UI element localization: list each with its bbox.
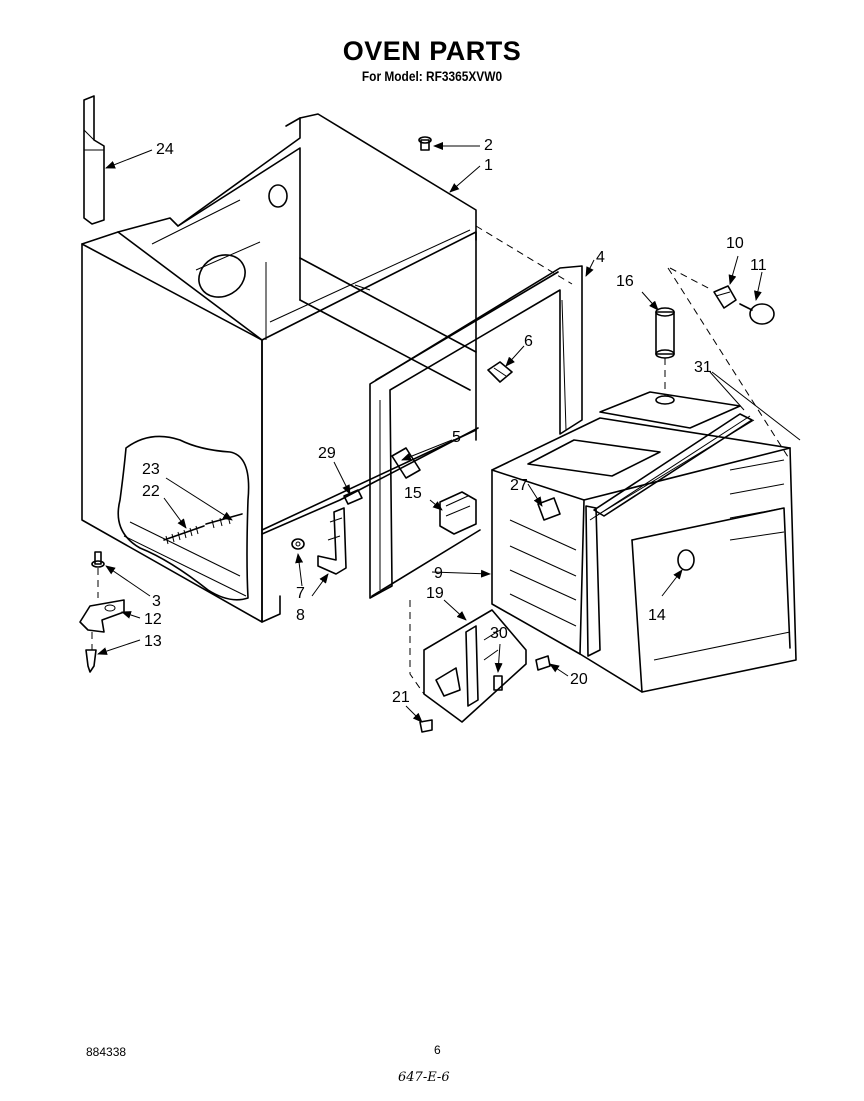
part-24-trim-strip	[83, 95, 105, 225]
part-8-bracket	[317, 507, 347, 575]
page-number: 6	[434, 1043, 441, 1057]
assembly-guide-line-19	[409, 600, 425, 695]
callout-31: 31	[694, 359, 712, 376]
part-31-seal	[593, 413, 753, 517]
callout-13: 13	[144, 633, 162, 650]
callout-21: 21	[392, 689, 410, 706]
callout-9: 9	[434, 565, 443, 582]
assembly-guide-line-4	[475, 225, 573, 285]
part-30-pin	[493, 675, 503, 691]
callout-7: 7	[296, 585, 305, 602]
part-2-screw	[418, 136, 432, 151]
part-9-oven-liner	[491, 391, 797, 693]
callout-10: 10	[726, 235, 744, 252]
part-5-shield	[391, 447, 421, 479]
callout-11: 11	[750, 257, 767, 274]
part-11-light-bulb	[739, 303, 775, 325]
callout-12: 12	[144, 611, 162, 628]
part-16-vent-tube	[655, 307, 675, 405]
callout-30: 30	[490, 625, 508, 642]
callout-5: 5	[452, 429, 461, 446]
callout-27: 27	[510, 477, 528, 494]
part-29-spacer	[343, 489, 363, 505]
part-13-leveling-leg	[85, 632, 97, 673]
callout-22: 22	[142, 483, 160, 500]
callout-8: 8	[296, 607, 305, 624]
oven-cabinet-body	[81, 113, 479, 623]
document-code: 884338	[86, 1045, 127, 1059]
callout-4: 4	[596, 249, 605, 266]
callout-16: 16	[616, 273, 634, 290]
part-4-front-frame	[369, 265, 583, 599]
part-19-hinge-assembly	[423, 609, 527, 723]
callout-6: 6	[524, 333, 533, 350]
assembly-guide-line-lamp	[667, 267, 791, 461]
part-27-clip	[537, 497, 561, 521]
callout-24: 24	[156, 141, 174, 158]
callout-19: 19	[426, 585, 444, 602]
assembly-guide-line-socket	[669, 267, 713, 291]
part-20-screw	[535, 655, 551, 671]
page-title: OVEN PARTS	[342, 36, 522, 66]
callout-15: 15	[404, 485, 422, 502]
part-6-connector	[487, 361, 513, 383]
part-10-lamp-socket	[713, 285, 737, 309]
part-12-leveling-bracket	[79, 599, 125, 633]
callout-29: 29	[318, 445, 336, 462]
callout-1: 1	[484, 157, 493, 174]
model-line: For Model: RF3365XVW0	[361, 68, 503, 84]
callout-23: 23	[142, 461, 160, 478]
part-14-liner-light-port	[677, 549, 695, 571]
leader-lines	[97, 142, 801, 723]
callout-20: 20	[570, 671, 588, 688]
callout-3: 3	[152, 593, 161, 610]
part-15-bracket	[439, 491, 477, 535]
part-3-screw	[91, 551, 105, 598]
part-7-nut	[291, 538, 305, 550]
callout-2: 2	[484, 137, 493, 154]
part-21-screw	[419, 719, 433, 733]
callout-14: 14	[648, 607, 666, 624]
handwritten-note: 647-E-6	[398, 1070, 450, 1085]
